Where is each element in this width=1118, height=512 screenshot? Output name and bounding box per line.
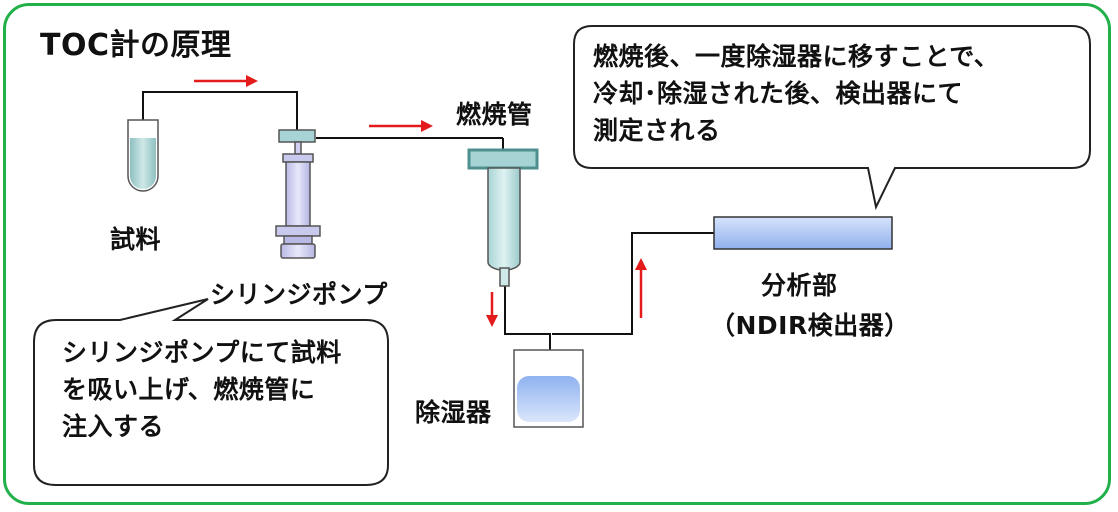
label-analyzer-detector: （NDIR検出器） — [710, 311, 910, 340]
callout-top-right-shape — [573, 25, 1091, 211]
tube-dehumidifier-to-analyzer — [552, 232, 714, 335]
callout-bottom-left-line: 注入する — [62, 412, 165, 441]
dehumidifier-icon — [513, 349, 584, 428]
label-combustion-tube: 燃焼管 — [456, 100, 533, 129]
callout-top-right-line: 測定される — [593, 116, 721, 145]
callout-bottom-left-line: を吸い上げ、燃焼管に — [62, 375, 316, 404]
flow-arrow-right-2 — [369, 120, 433, 132]
flow-arrows — [194, 75, 647, 327]
sample-tube — [127, 119, 159, 192]
syringe-pump-icon — [275, 129, 321, 259]
label-syringe-pump: シリンジポンプ — [210, 280, 388, 309]
outer-frame — [3, 3, 1111, 505]
tube-sample-to-pump — [142, 91, 298, 130]
callout-top-right-line: 冷却･除湿された後、検出器にて — [593, 79, 964, 108]
flow-arrow-down — [486, 292, 498, 327]
flow-arrow-right-1 — [194, 75, 258, 87]
callout-top-right-line: 燃焼後、一度除湿器に移すことで、 — [593, 42, 1000, 71]
callout-bottom-left-text: シリンジポンプにて試料 を吸い上げ、燃焼管に 注入する — [62, 334, 382, 445]
callout-shapes — [33, 25, 1091, 486]
callout-top-right-text: 燃焼後、一度除湿器に移すことで、 冷却･除湿された後、検出器にて 測定される — [593, 38, 1073, 149]
callout-bottom-left-shape — [33, 298, 389, 486]
combustion-tube-icon — [467, 148, 539, 287]
label-sample: 試料 — [110, 225, 162, 254]
label-analyzer: 分析部 — [761, 271, 838, 300]
flow-arrow-up — [635, 258, 647, 318]
label-dehumidifier: 除湿器 — [415, 398, 492, 427]
page-title: TOC計の原理 — [40, 28, 232, 63]
callout-bottom-left-line: シリンジポンプにて試料 — [62, 338, 342, 367]
analyzer-icon — [713, 216, 893, 250]
